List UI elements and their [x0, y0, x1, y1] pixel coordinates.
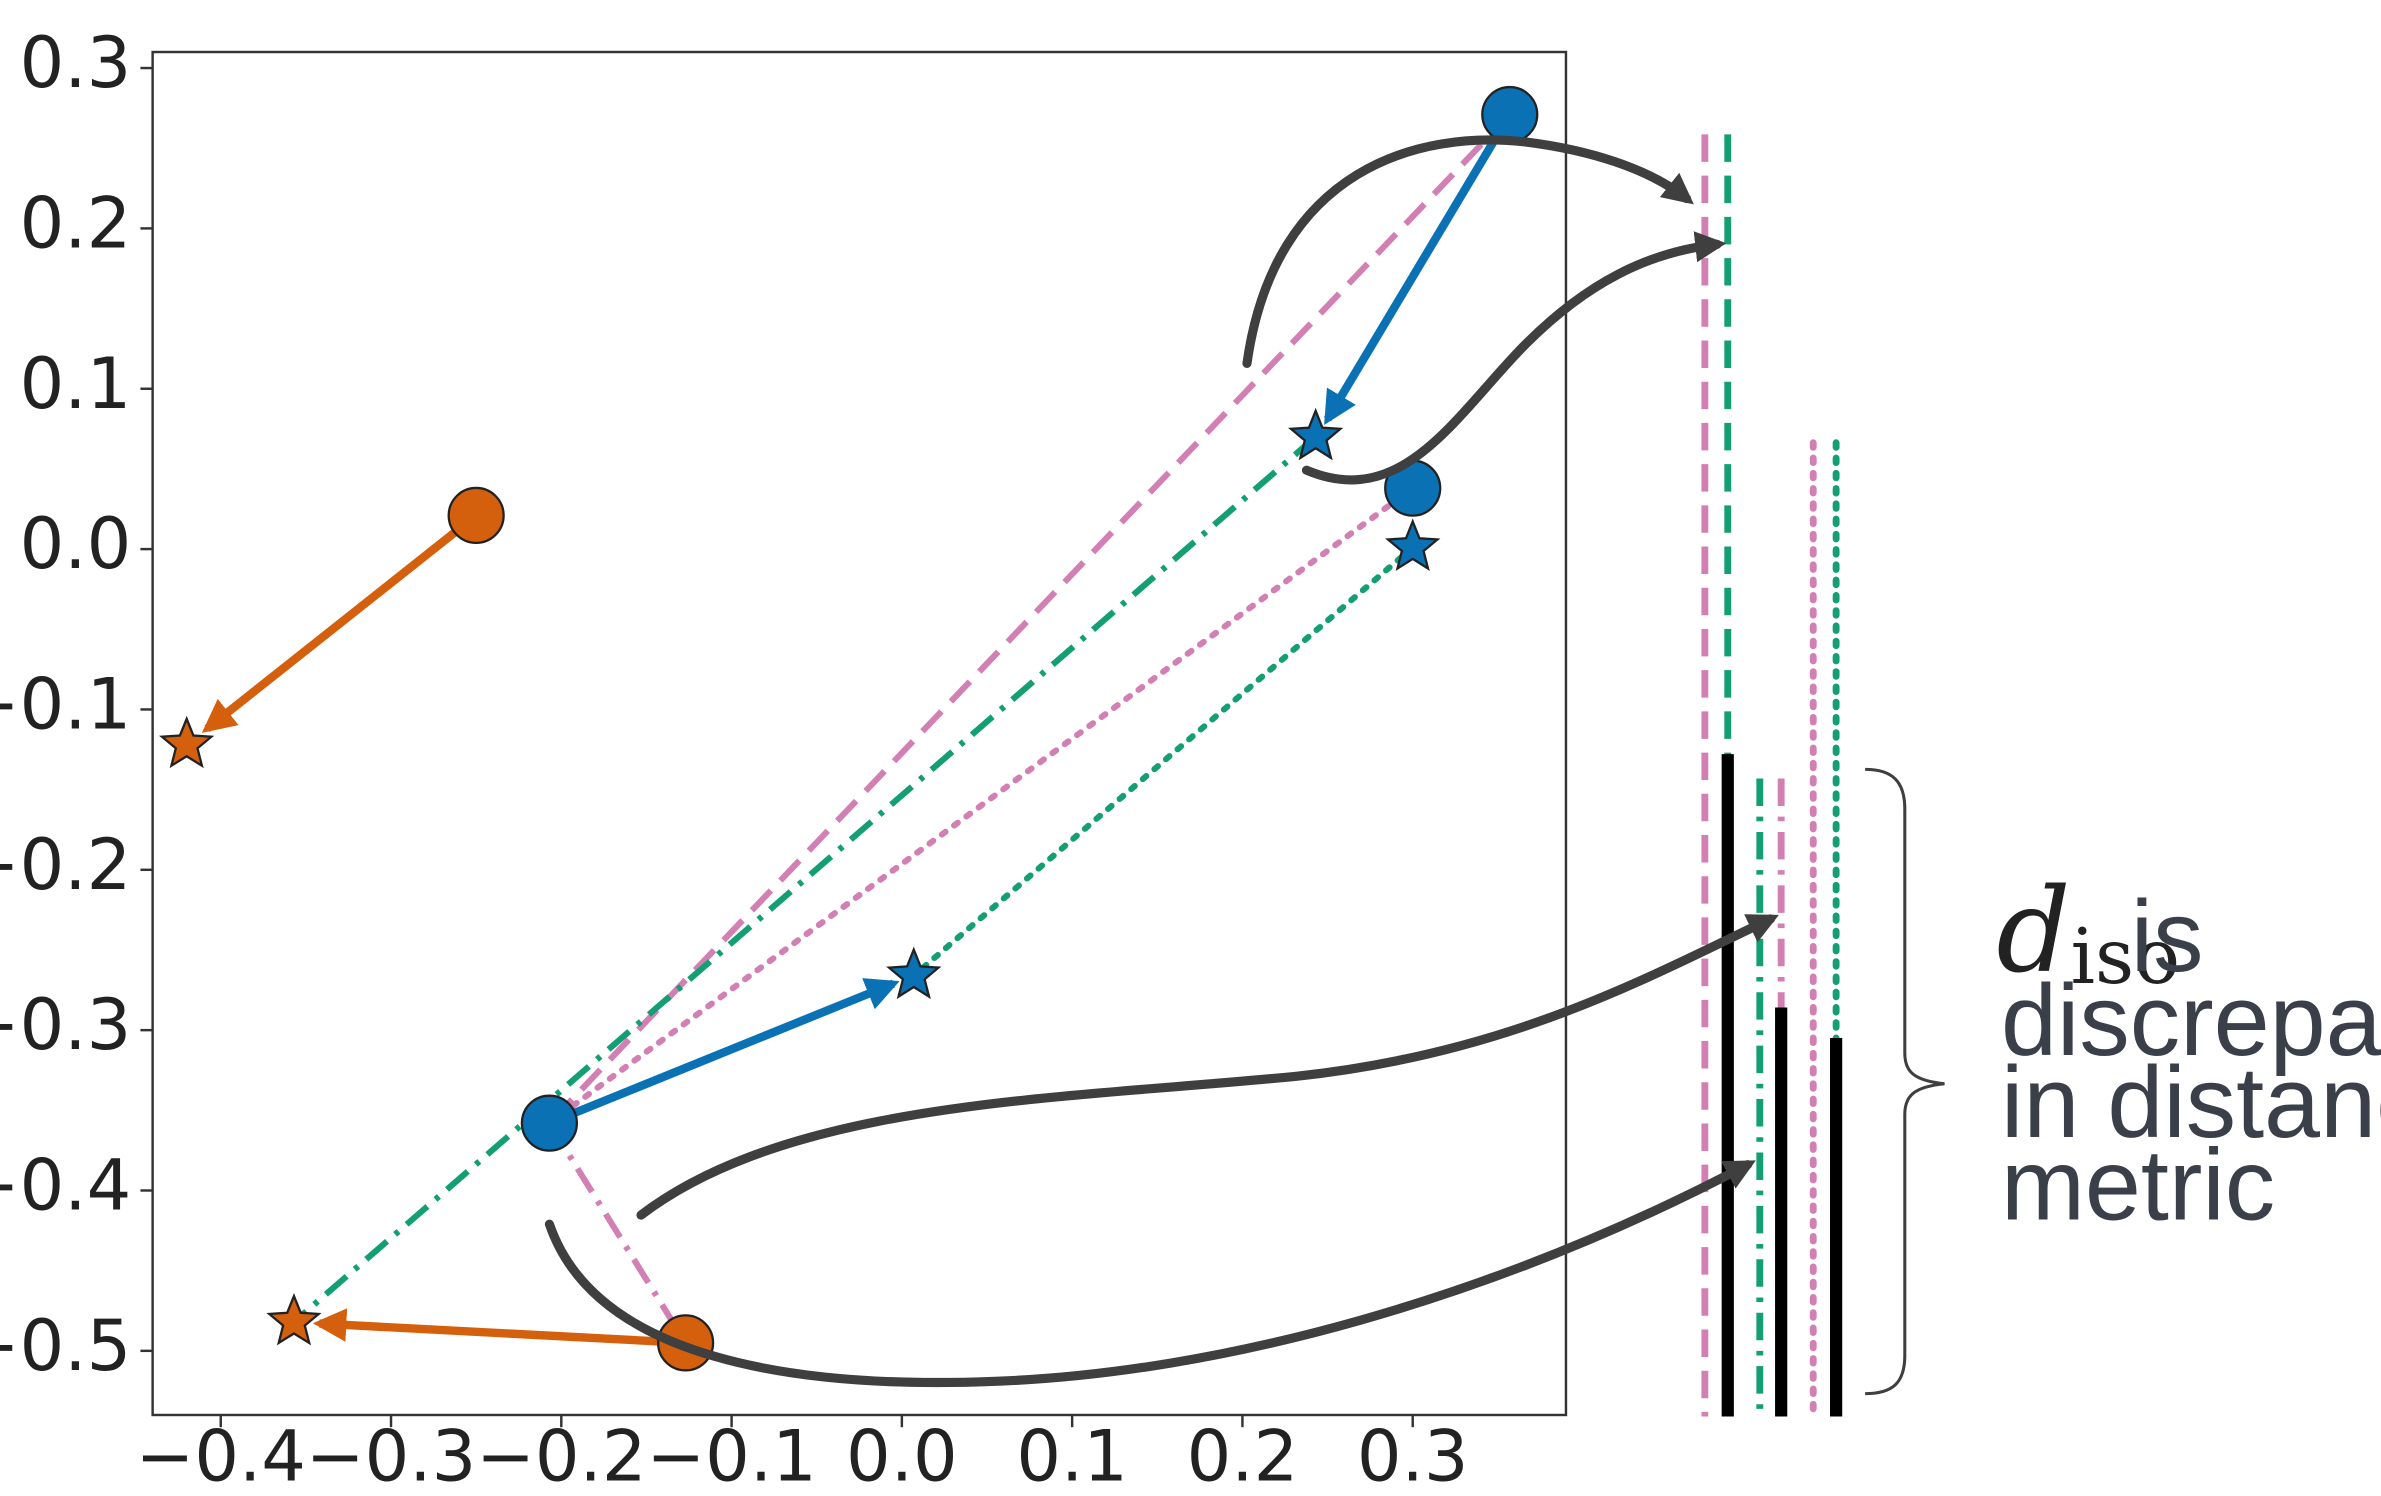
- y-tick-label: −0.5: [0, 1305, 131, 1387]
- x-axis: −0.4 −0.3 −0.2 −0.1 0.0 0.1 0.2 0.3: [136, 1414, 1469, 1496]
- distance-line: [546, 1121, 689, 1345]
- star-marker: [159, 715, 215, 769]
- y-tick-label: 0.2: [20, 182, 132, 264]
- mapping-arrow: [636, 914, 1779, 1220]
- distance-line: [291, 434, 1318, 1325]
- y-tick-label: −0.1: [0, 663, 131, 745]
- annotation-symbol: diso: [1996, 864, 2180, 1001]
- y-axis: 0.3 0.2 0.1 0.0 −0.1 −0.2 −0.3 −0.4 −0.5: [0, 22, 153, 1387]
- x-tick-label: 0.0: [846, 1416, 958, 1496]
- y-tick-label: −0.3: [0, 984, 131, 1066]
- y-tick-label: 0.1: [20, 343, 132, 425]
- displacement-arrow: [201, 512, 479, 733]
- y-tick-label: 0.3: [20, 22, 132, 104]
- annotation-line: discrepancy: [2001, 965, 2381, 1077]
- distance-line: [547, 112, 1512, 1126]
- mapping-arrow: [1242, 135, 1694, 368]
- y-tick-label: 0.0: [20, 503, 132, 585]
- x-tick-label: 0.2: [1187, 1416, 1299, 1496]
- plot-frame: [151, 50, 1568, 1417]
- distance-lines: [291, 112, 1512, 1345]
- mapping-arrows: [544, 135, 1779, 1388]
- circle-marker: [520, 1094, 579, 1152]
- mapping-arrow: [1301, 231, 1727, 485]
- distance-line: [910, 544, 1416, 979]
- star-marker: [1385, 518, 1441, 572]
- circle-marker: [1481, 85, 1539, 144]
- distance-bars: [1701, 134, 1843, 1420]
- annotation: diso is discrepancy in distance metric: [1996, 864, 2381, 1242]
- circle-marker: [447, 486, 505, 545]
- y-tick-label: −0.2: [0, 824, 131, 906]
- star-marker: [266, 1293, 322, 1346]
- x-tick-label: −0.3: [306, 1416, 476, 1496]
- star-marker: [886, 946, 942, 1000]
- annotation-line: metric: [2001, 1130, 2275, 1242]
- displacement-arrow: [312, 1308, 686, 1348]
- displacement-arrow: [547, 978, 900, 1128]
- x-tick-label: −0.2: [476, 1416, 646, 1496]
- x-tick-label: 0.1: [1016, 1416, 1128, 1496]
- point-markers: [159, 85, 1539, 1372]
- distance-line: [546, 485, 1416, 1127]
- annotation-line: in distance: [2001, 1047, 2381, 1159]
- x-tick-label: −0.1: [646, 1416, 816, 1496]
- annotation-line: is: [2131, 881, 2204, 993]
- y-tick-label: −0.4: [0, 1145, 131, 1227]
- curly-brace: [1865, 767, 1945, 1396]
- displacement-arrows: [201, 112, 1514, 1348]
- mapping-arrow: [544, 1160, 1756, 1388]
- x-tick-label: −0.4: [136, 1416, 306, 1496]
- star-marker: [1288, 407, 1344, 461]
- displacement-arrow: [1323, 112, 1514, 425]
- x-tick-label: 0.3: [1357, 1416, 1469, 1496]
